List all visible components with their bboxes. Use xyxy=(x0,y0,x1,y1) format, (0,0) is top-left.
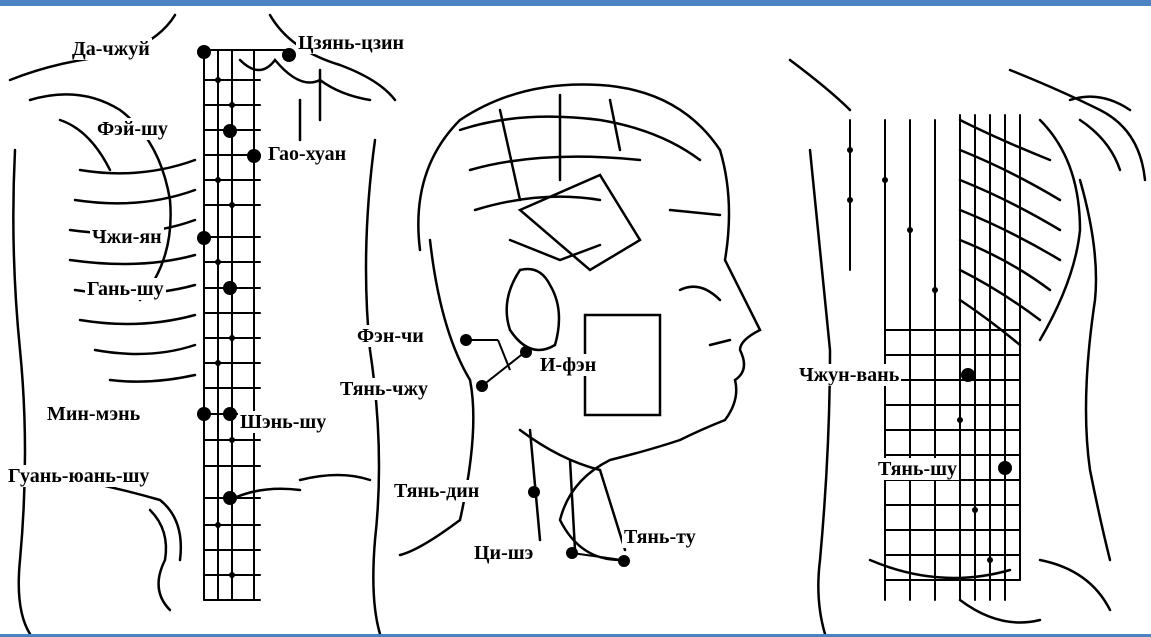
point-label-tyan-chzhu: Тянь-чжу xyxy=(338,378,430,400)
torso-meridian-lines xyxy=(850,115,1020,600)
spine-meridian-grid xyxy=(204,50,285,600)
point-label-tyan-tu: Тянь-ту xyxy=(622,526,698,548)
point-label-gan-shu: Гань-шу xyxy=(85,278,166,300)
torso-outline xyxy=(790,60,1145,634)
point-label-tyan-din: Тянь-дин xyxy=(392,480,481,502)
point-label-fey-shu: Фэй-шу xyxy=(95,118,170,140)
point-label-gao-khuan: Гао-хуан xyxy=(266,143,348,165)
point-label-tsi-she: Ци-шэ xyxy=(472,542,535,564)
acupoint-markers xyxy=(197,45,1012,578)
point-label-chzhun-van: Чжун-вань xyxy=(797,364,901,386)
point-label-guan-yuan-shu: Гуань-юань-шу xyxy=(6,465,151,487)
point-label-min-men: Мин-мэнь xyxy=(45,403,142,425)
point-label-fen-chi: Фэн-чи xyxy=(355,325,426,347)
point-label-tszyan-tszin: Цзянь-цзин xyxy=(296,32,406,54)
point-label-chzhi-yan: Чжи-ян xyxy=(90,226,164,248)
point-label-shen-shu: Шэнь-шу xyxy=(238,411,328,433)
point-label-da-chzhui: Да-чжуй xyxy=(70,38,152,60)
point-label-tyan-shu: Тянь-шу xyxy=(876,458,959,480)
back-body-outline xyxy=(10,15,395,634)
point-label-i-fen: И-фэн xyxy=(538,354,598,376)
